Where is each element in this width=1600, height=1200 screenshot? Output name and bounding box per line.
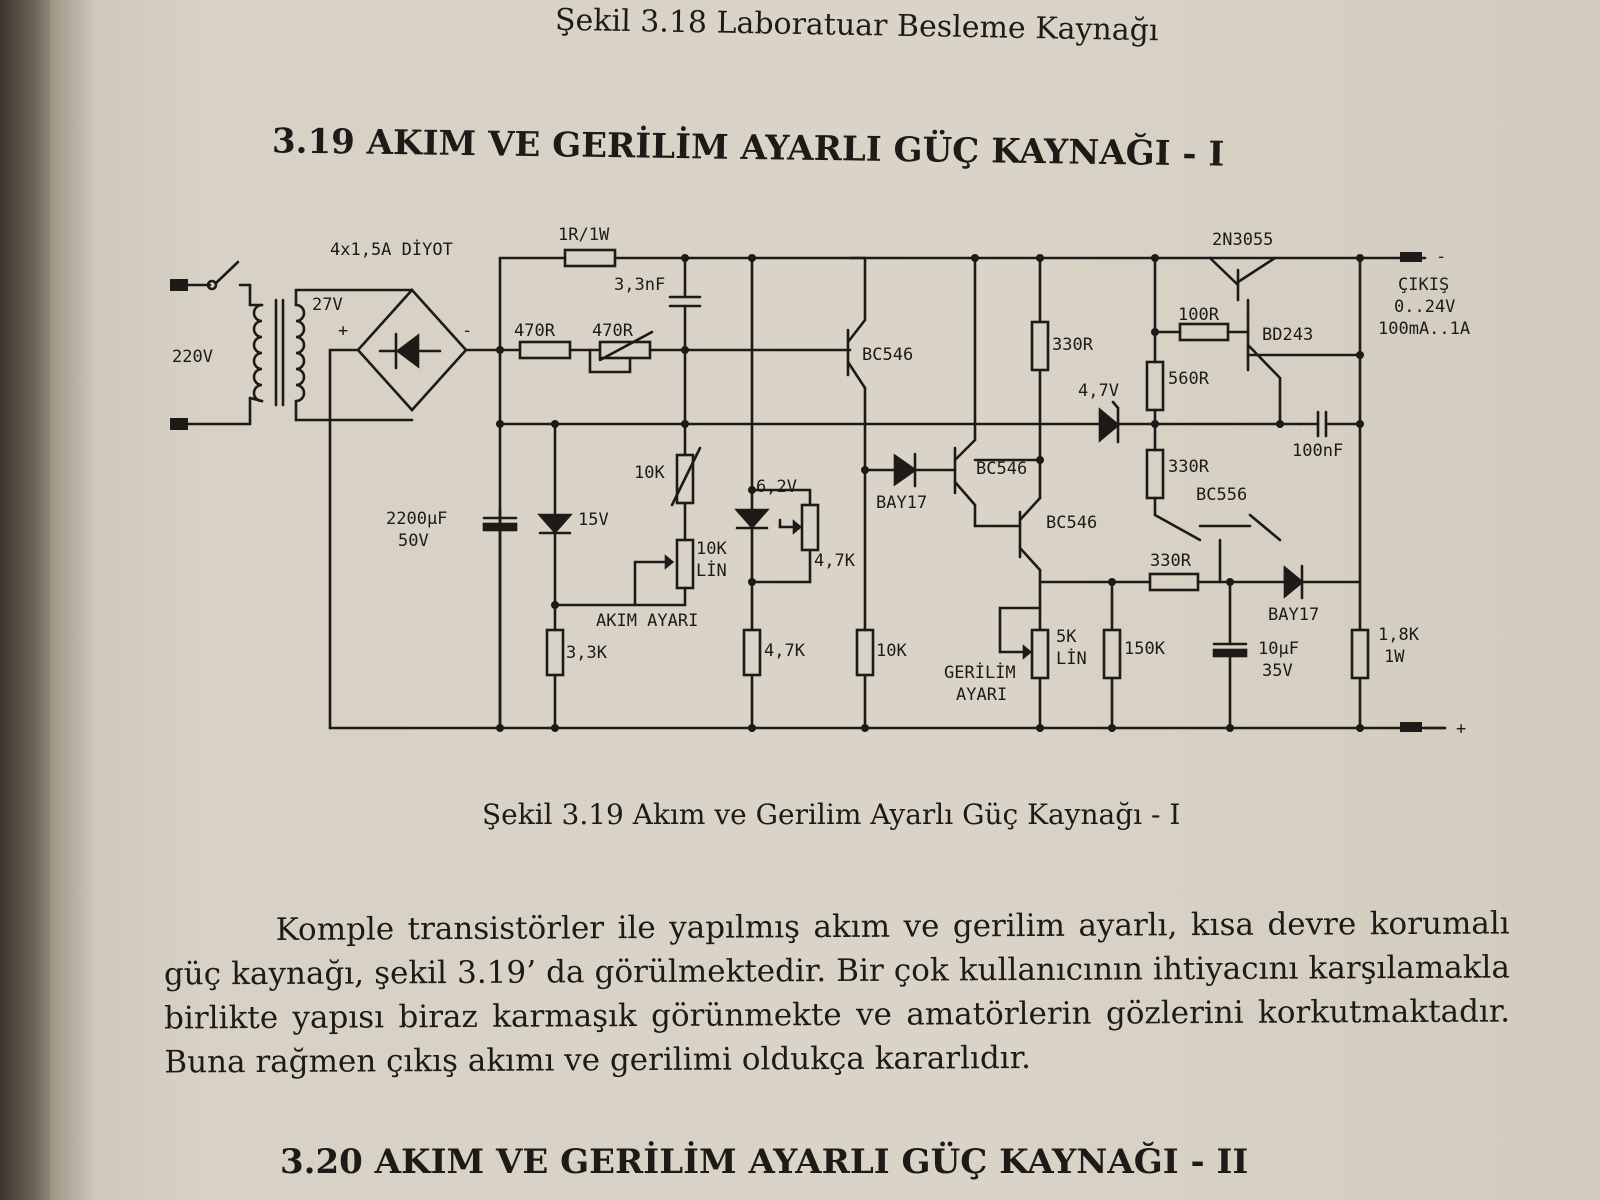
label-bay17-a: BAY17 (876, 493, 927, 513)
label-pot-5k-lin: LİN (1056, 648, 1087, 669)
label-output-plus: + (1456, 719, 1466, 739)
label-r-100: 100R (1178, 305, 1220, 325)
label-pot-10k: 10K (634, 463, 665, 483)
label-r-series: 1R/1W (558, 225, 610, 245)
label-zener-4v7: 4,7V (1078, 381, 1119, 401)
label-r-10k: 10K (876, 641, 907, 661)
label-r-1k8: 1,8K (1378, 625, 1420, 645)
body-paragraph: Komple transistörler ile yapılmış akım v… (164, 901, 1511, 1084)
label-r-560: 560R (1168, 369, 1210, 389)
label-r-330-b: 330R (1168, 457, 1210, 477)
book-page (50, 0, 1600, 1200)
label-secondary: 27V (312, 295, 343, 315)
label-mains: 220V (172, 347, 213, 367)
label-cap-10u-voltage: 35V (1262, 661, 1293, 681)
label-gerilim: GERİLİM (944, 662, 1016, 683)
label-2n3055: 2N3055 (1212, 230, 1273, 250)
figure-caption-3-19: Şekil 3.19 Akım ve Gerilim Ayarlı Güç Ka… (482, 798, 1181, 831)
label-diode-bridge: 4x1,5A DİYOT (330, 239, 453, 260)
label-r-1k8-watt: 1W (1384, 647, 1405, 667)
book-gutter (0, 0, 50, 1200)
label-bc546-1: BC546 (862, 345, 913, 365)
label-output-minus: - (1436, 247, 1446, 267)
label-output-current: 100mA..1A (1378, 319, 1470, 339)
label-plus: + (338, 321, 348, 341)
label-r-470: 470R (514, 321, 556, 341)
label-cap-2200: 2200µF (386, 509, 447, 529)
section-heading-3-20: 3.20 AKIM VE GERİLİM AYARLI GÜÇ KAYNAĞI … (280, 1142, 1249, 1182)
label-ayari: AYARI (956, 685, 1007, 705)
paragraph-text: Komple transistörler ile yapılmış akım v… (163, 905, 1511, 1081)
label-r-150k: 150K (1124, 639, 1166, 659)
label-cap-100n: 100nF (1292, 441, 1343, 461)
label-bc546-2: BC546 (976, 459, 1027, 479)
label-cap-10u: 10µF (1258, 639, 1299, 659)
label-bc546-3: BC546 (1046, 513, 1097, 533)
label-pot-5k: 5K (1056, 627, 1077, 647)
label-r-330-a: 330R (1052, 335, 1094, 355)
label-bd243: BD243 (1262, 325, 1313, 345)
label-akim-ayari: AKIM AYARI (596, 611, 698, 631)
label-pot-4k7: 4,7K (814, 551, 856, 571)
label-r-4k7: 4,7K (764, 641, 806, 661)
label-bay17-b: BAY17 (1268, 605, 1319, 625)
label-output-voltage: 0..24V (1394, 297, 1455, 317)
label-r-330-c: 330R (1150, 551, 1192, 571)
label-zener-15v: 15V (578, 510, 609, 530)
label-minus: - (462, 321, 472, 341)
label-cap-2200-voltage: 50V (398, 531, 429, 551)
label-r-470-pot: 470R (592, 321, 634, 341)
label-r-3k3: 3,3K (566, 643, 608, 663)
label-output-title: ÇIKIŞ (1398, 275, 1449, 295)
label-pot-10k-lin: 10K (696, 539, 727, 559)
label-bc556: BC556 (1196, 485, 1247, 505)
label-zener-6v2: 6,2V (756, 477, 797, 497)
label-pot-10k-lin-b: LİN (696, 560, 727, 581)
label-cap-3n3: 3,3nF (614, 275, 665, 295)
